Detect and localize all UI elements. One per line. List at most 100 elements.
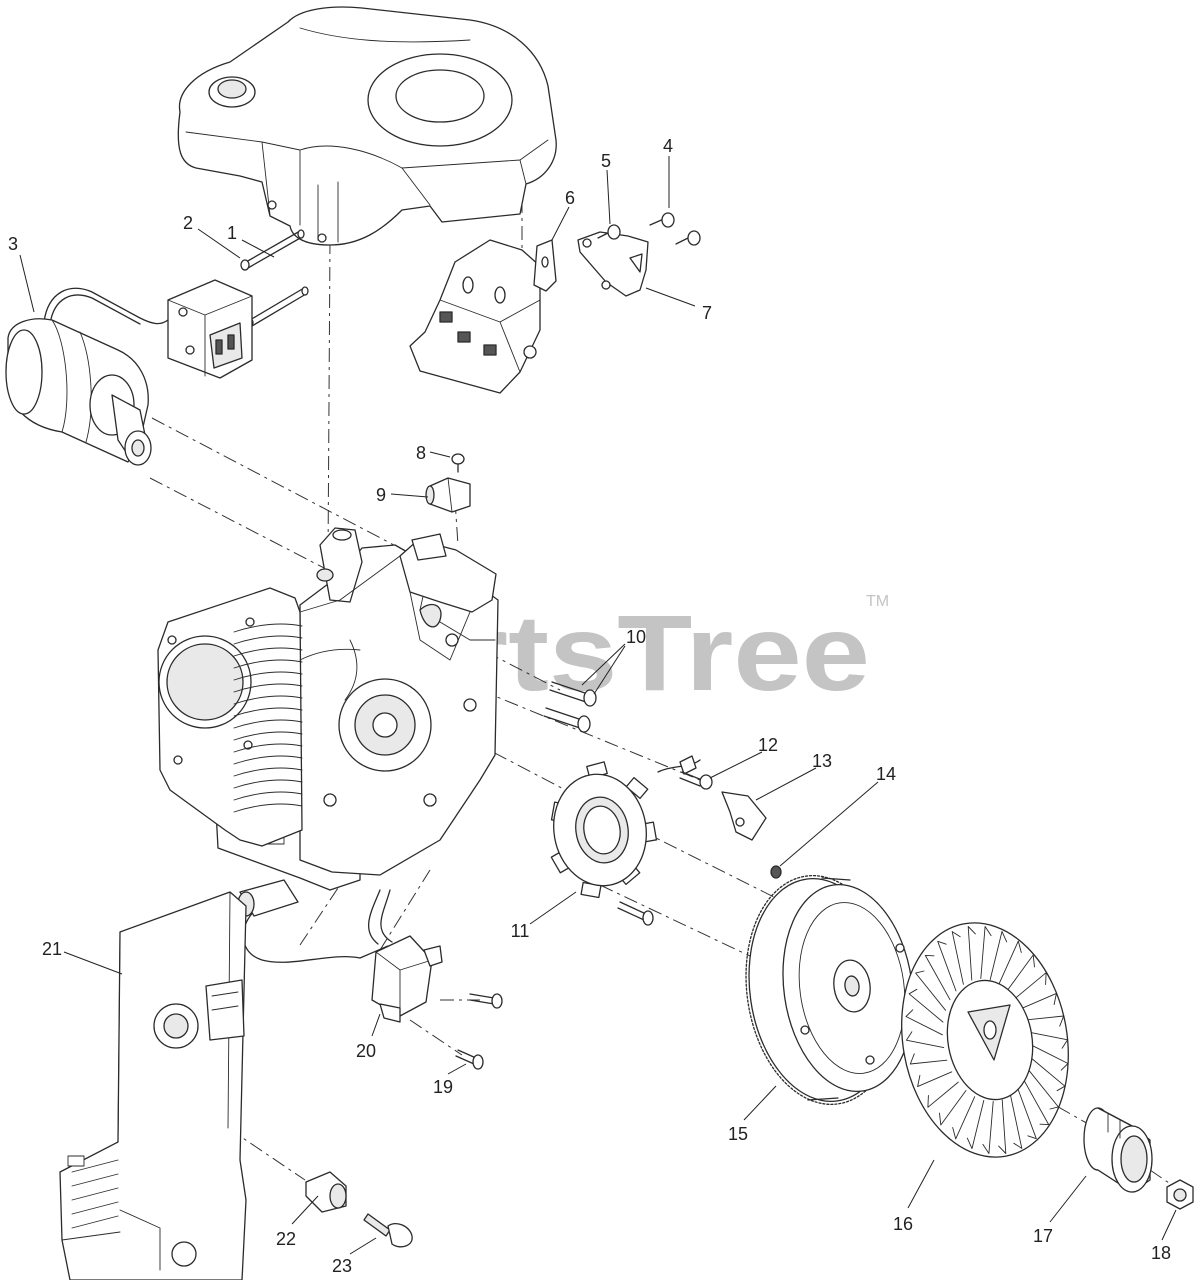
fan-blade: [905, 1009, 943, 1036]
callout-23: 23: [332, 1256, 352, 1276]
stator-11: [550, 755, 701, 899]
ignition-key-23: [363, 1213, 413, 1248]
screw-14: [770, 865, 782, 879]
fan-blade: [909, 1053, 948, 1065]
cylinder-fins: [233, 623, 303, 813]
fan-blade: [1010, 1095, 1023, 1149]
callout-17: 17: [1033, 1226, 1053, 1246]
cylinder-fin: [233, 635, 303, 645]
ignition-coil-20: [237, 879, 443, 1023]
callout-14: 14: [876, 764, 896, 784]
screw-12: [679, 771, 713, 790]
fan-blade: [908, 988, 944, 1023]
fan-blade: [1030, 1057, 1066, 1092]
fan-blade: [1029, 1031, 1069, 1049]
fan-blades: [905, 926, 1069, 1154]
cylinder-fin: [233, 731, 303, 741]
cylinder-fin: [233, 755, 303, 765]
fan-blade: [952, 1096, 976, 1140]
leader-lines: [19, 156, 1177, 1255]
cylinder-fin: [233, 707, 303, 717]
fan-blade: [905, 1031, 945, 1049]
cylinder-fin: [233, 659, 303, 669]
callout-20: 20: [356, 1041, 376, 1061]
control-bracket: [409, 239, 541, 394]
cylinder-fin: [233, 767, 303, 777]
key-switch-22: [305, 1171, 347, 1213]
callout-4: 4: [663, 136, 673, 156]
screw-5: [597, 224, 621, 240]
cylinder-fin: [233, 791, 303, 801]
screw-4: [649, 212, 701, 246]
callout-2: 2: [183, 213, 193, 233]
cooling-fan-16: [901, 922, 1069, 1158]
callout-8: 8: [416, 443, 426, 463]
callout-5: 5: [601, 151, 611, 171]
callout-22: 22: [276, 1229, 296, 1249]
callout-13: 13: [812, 751, 832, 771]
fan-blade: [998, 1099, 1007, 1154]
starter-motor-3: [5, 287, 169, 466]
fan-blade: [1031, 1044, 1069, 1071]
engine-cover: [177, 6, 557, 246]
cylinder-fin: [233, 647, 303, 657]
cylinder-fin: [233, 695, 303, 705]
bolt-19: [455, 993, 503, 1070]
callout-3: 3: [8, 234, 18, 254]
screw-8: [451, 453, 465, 473]
callouts: 1 2 3 4 5 6 7 8 9 10 11 12 13 14 15 16 1…: [8, 136, 1171, 1276]
fan-blade: [989, 930, 1008, 981]
fan-blade: [1026, 1015, 1065, 1027]
flywheel-nut-18: [1166, 1179, 1194, 1210]
callout-10: 10: [626, 627, 646, 647]
bracket-13: [721, 791, 767, 841]
fan-blade: [1023, 1079, 1050, 1126]
callout-16: 16: [893, 1214, 913, 1234]
cylinder-fin: [233, 683, 303, 693]
fan-blade: [939, 1090, 967, 1126]
callout-19: 19: [433, 1077, 453, 1097]
fan-blade: [980, 926, 992, 979]
starter-cup-17: [1083, 1107, 1153, 1193]
callout-6: 6: [565, 188, 575, 208]
throttle-bracket-7: [577, 231, 649, 297]
flywheel-15: [745, 874, 914, 1106]
cylinder-fin: [233, 719, 303, 729]
stator-bolt: [617, 901, 654, 926]
fan-blade: [1027, 1069, 1059, 1110]
link-tab-6: [533, 239, 557, 292]
fan-blade: [951, 931, 964, 985]
fan-blade: [937, 940, 957, 992]
cylinder-fin: [233, 671, 303, 681]
fan-blade: [1021, 992, 1057, 1009]
fan-blade: [1007, 954, 1035, 990]
cylinder-fin: [233, 803, 303, 813]
fan-blade: [967, 926, 976, 981]
fan-blade: [915, 970, 947, 1011]
watermark-tm: TM: [866, 593, 889, 610]
callout-9: 9: [376, 485, 386, 505]
callout-11: 11: [511, 921, 530, 941]
cylinder-fin: [233, 623, 303, 633]
fan-blade: [1017, 1088, 1037, 1140]
blower-shroud: [59, 891, 247, 1280]
oil-sensor-9: [425, 477, 471, 513]
engine-block: [157, 527, 499, 891]
fan-blade: [1015, 972, 1047, 999]
fan-blade: [924, 954, 951, 1001]
cylinder-fin: [233, 743, 303, 753]
callout-12: 12: [758, 735, 778, 755]
fan-blade: [927, 1081, 959, 1108]
bolt-1: [245, 229, 309, 327]
fan-blade: [998, 940, 1022, 984]
callout-15: 15: [728, 1124, 748, 1144]
callout-7: 7: [702, 303, 712, 323]
callout-1: 1: [227, 223, 237, 243]
bolt-10: [543, 681, 597, 733]
callout-18: 18: [1151, 1243, 1171, 1263]
callout-21: 21: [42, 939, 62, 959]
cylinder-fin: [233, 779, 303, 789]
fan-blade: [966, 1099, 985, 1150]
starter-solenoid: [167, 279, 253, 379]
